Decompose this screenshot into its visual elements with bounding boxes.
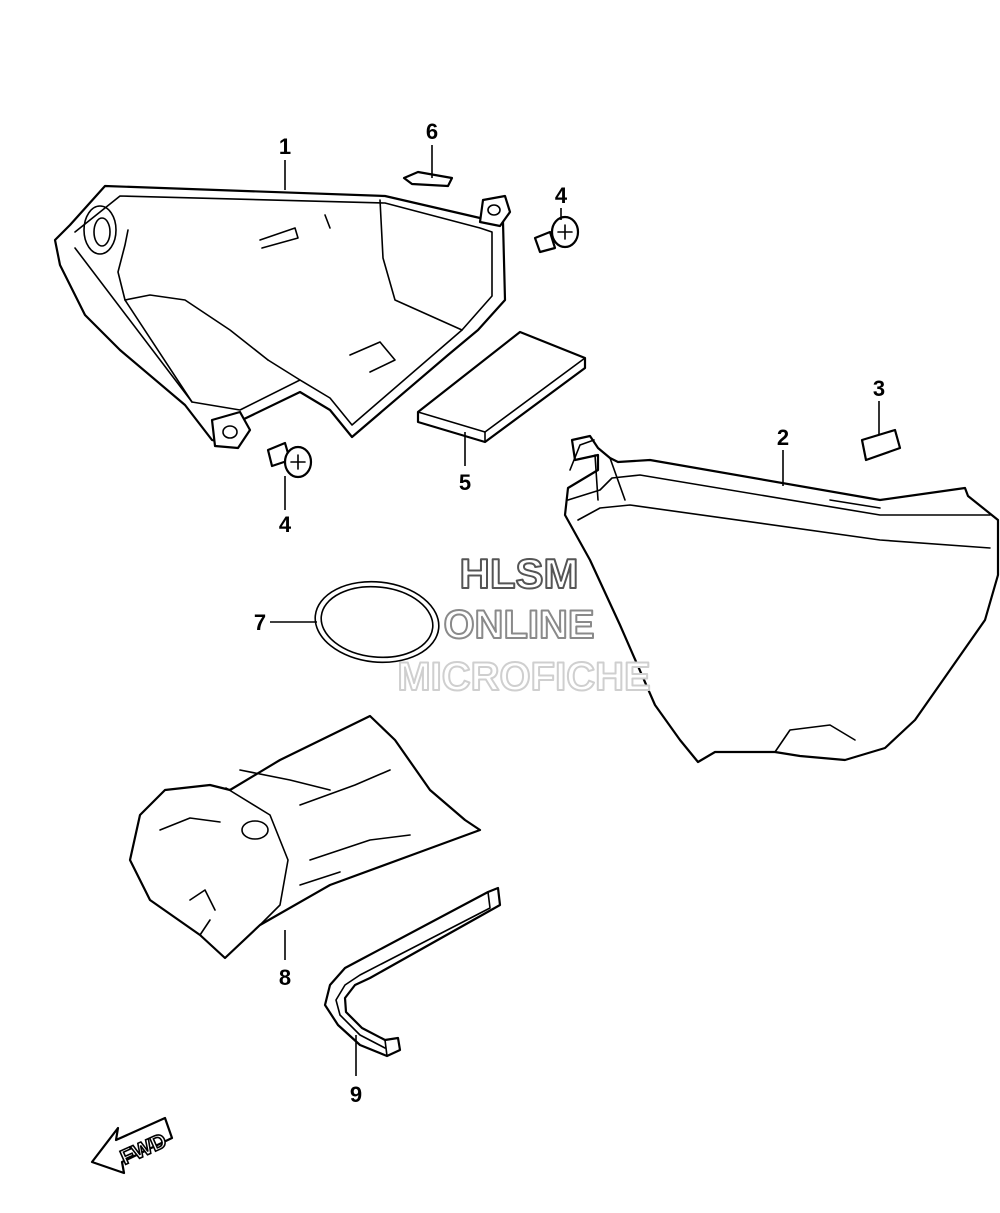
part-1-frame-cover — [53, 184, 512, 450]
callout-3: 3 — [873, 376, 885, 401]
callout-4-lower: 4 — [279, 512, 292, 537]
callout-8: 8 — [279, 965, 291, 990]
part-7-o-ring — [314, 580, 440, 664]
watermark-line-2: ONLINE — [443, 603, 594, 647]
callout-4-upper: 4 — [555, 183, 568, 208]
part-4-screw-lower — [266, 441, 313, 479]
callout-2: 2 — [777, 425, 789, 450]
leader-lines — [270, 145, 880, 1076]
part-8-tool-bag — [128, 714, 482, 960]
callout-6: 6 — [426, 119, 438, 144]
watermark: HLSM ONLINE MICROFICHE — [396, 549, 651, 700]
callout-9: 9 — [350, 1082, 362, 1107]
callout-1: 1 — [279, 134, 291, 159]
watermark-line-1: HLSM — [460, 550, 579, 597]
part-6-pad — [402, 170, 454, 188]
fwd-arrow-icon: FWD — [90, 1116, 174, 1175]
callout-5: 5 — [459, 470, 471, 495]
part-4-screw-upper — [533, 215, 580, 254]
part-3-cushion — [860, 428, 902, 462]
part-5-sheet — [416, 330, 587, 444]
part-2-side-cover — [563, 434, 1000, 764]
part-9-hex-key — [323, 886, 502, 1058]
callout-7: 7 — [254, 610, 266, 635]
watermark-line-3: MICROFICHE — [397, 655, 650, 699]
